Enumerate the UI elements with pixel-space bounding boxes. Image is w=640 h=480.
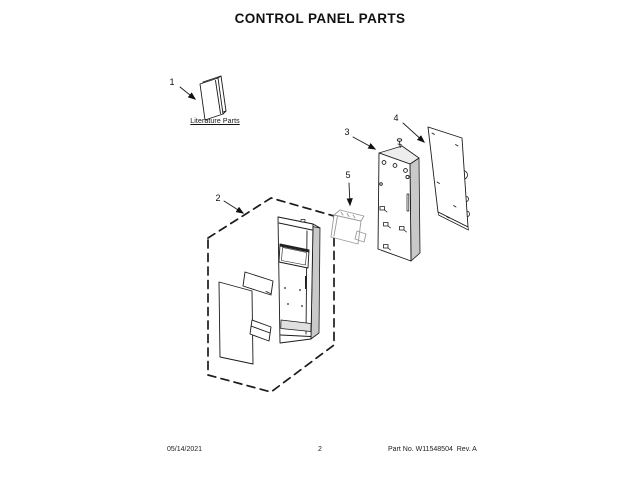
footer-page-number: 2 [318, 446, 322, 453]
callout-arrow-2 [223, 200, 245, 214]
display-window-opening [278, 243, 310, 269]
keypad-bracket [249, 319, 272, 342]
literature-parts-label: Literature Parts [190, 118, 240, 125]
control-panel-body [277, 216, 321, 344]
callout-number-2: 2 [215, 193, 221, 203]
clip-part [330, 209, 367, 245]
callout-arrow-5 [346, 182, 353, 207]
support-bracket-panel [377, 138, 421, 262]
callout-arrow-3 [352, 136, 377, 150]
keypad-membrane [218, 281, 254, 365]
callout-arrow-4 [402, 122, 426, 143]
page-title: CONTROL PANEL PARTS [234, 11, 406, 26]
control-panel-kit-outline [207, 197, 335, 393]
callout-number-5: 5 [345, 170, 351, 180]
mounting-tabs [379, 206, 407, 251]
control-board [427, 126, 470, 231]
callout-number-1: 1 [169, 77, 175, 87]
callout-number-4: 4 [393, 113, 399, 123]
callout-number-3: 3 [344, 127, 350, 137]
board-marks [431, 132, 459, 219]
panel-bottom-band [280, 319, 312, 337]
display-lens [242, 271, 274, 296]
footer-date: 05/14/2021 [167, 446, 203, 453]
screw [396, 138, 403, 148]
literature-part-booklet [199, 75, 227, 121]
footer-part-number: Part No. W11548504 Rev. A [388, 446, 477, 453]
callout-arrow-1 [179, 86, 197, 100]
